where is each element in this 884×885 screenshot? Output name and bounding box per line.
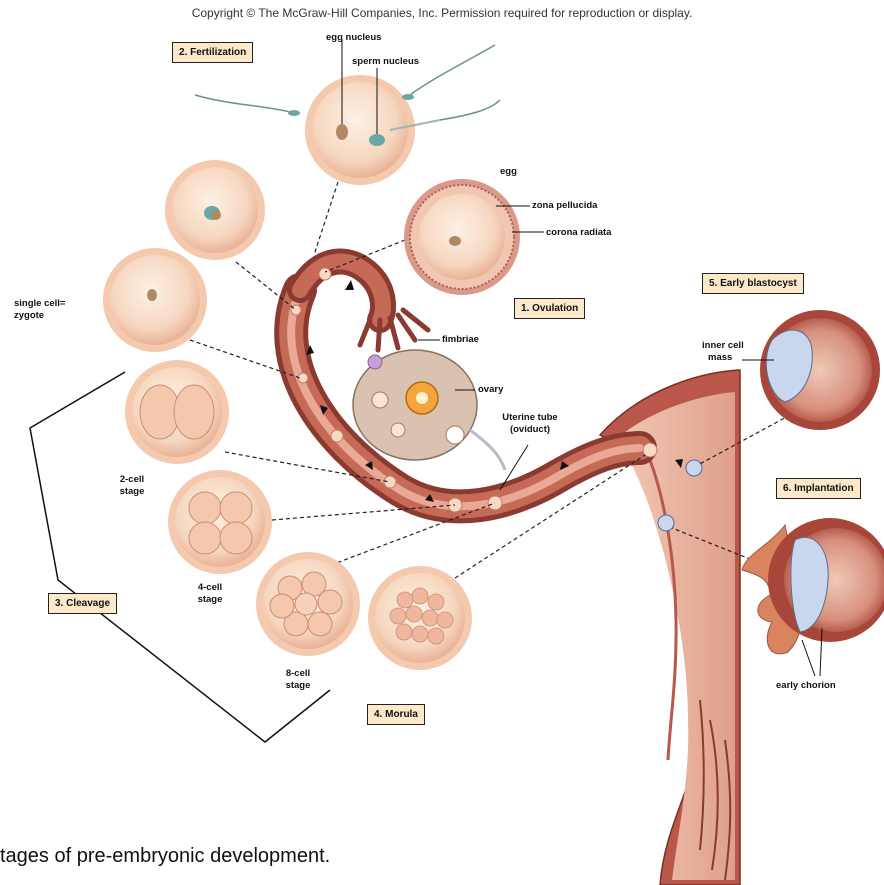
two-cell-embryo [125, 360, 229, 464]
implantation-embryo [742, 518, 884, 676]
eight-cell-label: 8-cell stage [270, 668, 326, 692]
eight-cell-embryo [256, 552, 360, 656]
zygote-cell [103, 248, 207, 352]
early-blastocyst [742, 310, 880, 430]
inner-cell-mass-label-line1: inner cell [702, 340, 744, 352]
zona-pellucida-label: zona pellucida [532, 200, 597, 212]
egg-nucleus-label: egg nucleus [326, 32, 381, 44]
stage-early-blastocyst-label: 5. Early blastocyst [702, 273, 804, 294]
stage-implantation-label: 6. Implantation [776, 478, 861, 499]
zygote-label-line1: single cell= [14, 298, 66, 310]
ovulation-egg [404, 179, 544, 295]
inner-cell-mass-label: inner cell mass [702, 340, 744, 364]
two-cell-label: 2-cell stage [104, 474, 160, 498]
stage-fertilization-label: 2. Fertilization [172, 42, 253, 63]
zygote-label-line2: zygote [14, 310, 66, 322]
two-cell-label-line2: stage [104, 486, 160, 498]
morula-embryo [368, 566, 472, 670]
stage-ovulation-label: 1. Ovulation [514, 298, 585, 319]
eight-cell-label-line2: stage [270, 680, 326, 692]
fusion-cell [165, 160, 265, 260]
four-cell-label-line2: stage [182, 594, 238, 606]
figure-caption: tages of pre-embryonic development. [0, 845, 330, 868]
sperm-nucleus-label: sperm nucleus [352, 56, 419, 68]
uterine-tube-label-line1: Uterine tube [492, 412, 568, 424]
uterine-tube-label: Uterine tube (oviduct) [492, 412, 568, 436]
four-cell-label: 4-cell stage [182, 582, 238, 606]
four-cell-label-line1: 4-cell [182, 582, 238, 594]
zygote-label: single cell= zygote [14, 298, 66, 322]
early-chorion-label: early chorion [776, 680, 836, 692]
fimbriae-label: fimbriae [442, 334, 479, 346]
inner-cell-mass-label-line2: mass [702, 352, 744, 364]
ovary-label: ovary [478, 384, 503, 396]
eight-cell-label-line1: 8-cell [270, 668, 326, 680]
stage-cleavage-label: 3. Cleavage [48, 593, 117, 614]
stage-morula-label: 4. Morula [367, 704, 425, 725]
two-cell-label-line1: 2-cell [104, 474, 160, 486]
uterine-tube-label-line2: (oviduct) [492, 424, 568, 436]
four-cell-embryo [168, 470, 272, 574]
egg-label: egg [500, 166, 517, 178]
corona-radiata-label: corona radiata [546, 227, 611, 239]
